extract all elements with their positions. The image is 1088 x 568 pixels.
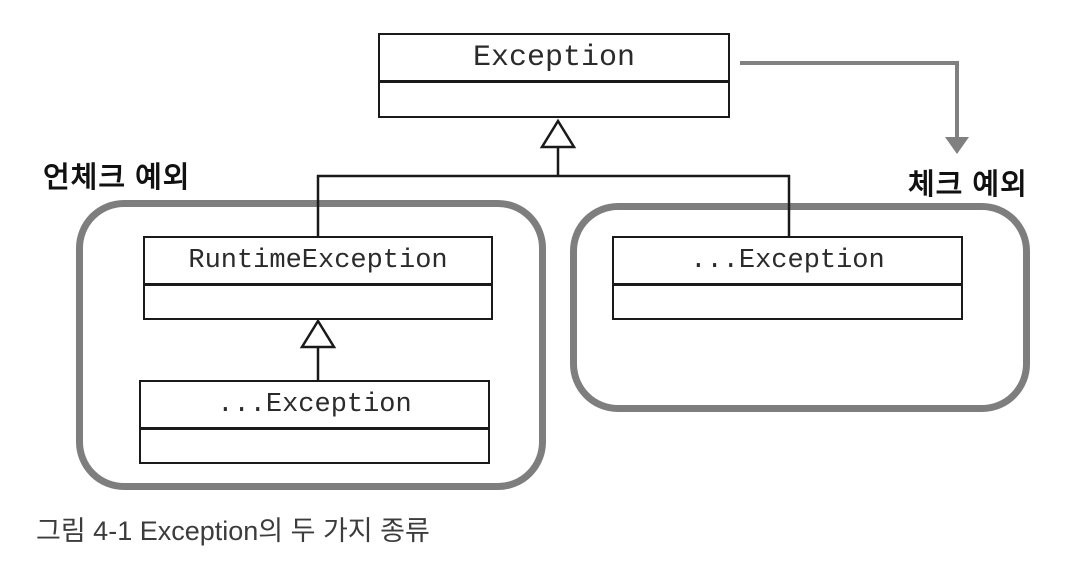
arrow-down-icon xyxy=(945,137,969,154)
runtime-exception-class-body xyxy=(145,286,491,316)
checked-subexception-class-name: ...Exception xyxy=(614,238,961,286)
exception-class-name: Exception xyxy=(380,35,728,83)
unchecked-subexception-class-box: ...Exception xyxy=(139,380,490,464)
checked-subexception-class-box: ...Exception xyxy=(612,236,963,320)
unchecked-subexception-class-body xyxy=(141,430,488,460)
checked-group-label: 체크 예외 xyxy=(908,169,1028,201)
unchecked-subexception-class-name: ...Exception xyxy=(141,382,488,430)
checked-subexception-class-body xyxy=(614,286,961,316)
checked-pointer-line xyxy=(740,61,959,139)
unchecked-group-outline xyxy=(76,200,546,490)
exception-class-box: Exception xyxy=(378,33,730,118)
inheritance-triangle-icon xyxy=(539,118,577,149)
checked-group-outline xyxy=(570,203,1030,412)
runtime-exception-class-box: RuntimeException xyxy=(143,236,493,320)
figure-caption: 그림 4-1 Exception의 두 가지 종류 xyxy=(36,516,430,546)
runtime-exception-class-name: RuntimeException xyxy=(145,238,491,286)
exception-class-body xyxy=(380,83,728,113)
unchecked-group-label: 언체크 예외 xyxy=(43,162,191,194)
